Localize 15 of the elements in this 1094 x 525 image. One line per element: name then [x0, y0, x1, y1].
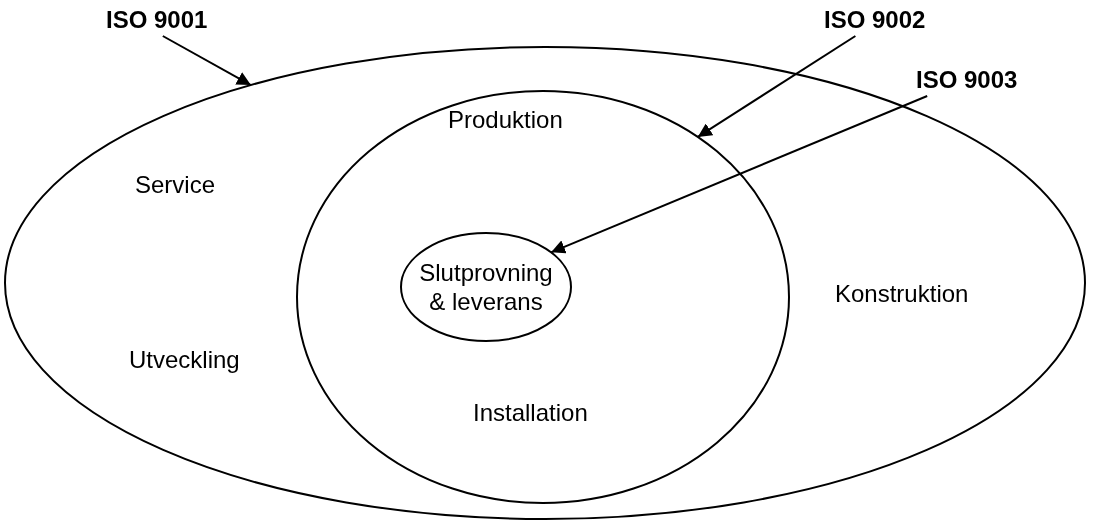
region-label: Konstruktion [835, 279, 969, 308]
region-label: Service [135, 170, 216, 199]
region-label: Produktion [448, 105, 563, 134]
standard-label: ISO 9002 [824, 6, 926, 34]
region-label: Installation [473, 398, 588, 427]
region-label: Slutprovning & leverans [418, 258, 554, 316]
circle-region [296, 90, 790, 504]
ellipse-region [4, 46, 1086, 520]
leader-line [161, 35, 252, 87]
leader-line [550, 95, 929, 254]
leader-line [696, 35, 857, 138]
standard-label: ISO 9003 [916, 66, 1018, 94]
ellipse-region [400, 232, 572, 342]
region-label: Utveckling [129, 345, 240, 374]
standard-label: ISO 9001 [106, 6, 208, 34]
